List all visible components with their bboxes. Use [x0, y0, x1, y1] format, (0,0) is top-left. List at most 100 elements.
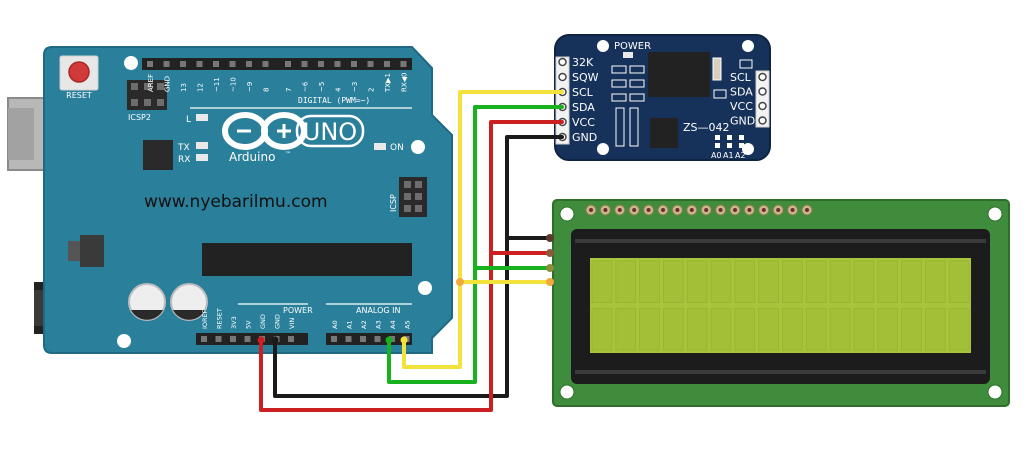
address-pad [715, 143, 720, 148]
analog-label: ANALOG IN [356, 306, 401, 315]
icsp-header [399, 177, 427, 217]
mounting-hole [742, 143, 754, 155]
power-pin-label: VIN [288, 318, 296, 329]
arduino-logo-icon [222, 112, 307, 150]
lcd-character-cell [924, 260, 946, 303]
address-pad-label: A2 [735, 151, 746, 160]
rtc-left-pin-label: GND [572, 131, 597, 144]
lcd-character-cell [805, 308, 827, 351]
digital-pin-label: 8 [263, 88, 271, 92]
power-pin-label: GND [259, 314, 267, 329]
lcd-pin-hole [689, 208, 694, 212]
led-on [374, 143, 386, 150]
analog-pin-label: A5 [404, 320, 412, 329]
lcd-pin-hole [776, 208, 781, 212]
rtc-power-label: POWER [614, 41, 651, 52]
lcd-pin-hole [747, 208, 752, 212]
analog-header [326, 333, 412, 345]
header-pin [334, 61, 341, 67]
lcd-pin-hole [661, 208, 665, 212]
ds3231-chip [648, 52, 710, 97]
digital-pin-label: ~5 [318, 82, 326, 92]
digital-pin-label: RX◀0 [401, 73, 409, 93]
digital-pin-label: 7 [285, 88, 293, 92]
rtc-pin [558, 57, 567, 67]
header-pin [360, 336, 366, 342]
address-pad [739, 143, 744, 148]
wire-green-sda [387, 105, 564, 384]
rtc-right-pin-label: SDA [730, 86, 753, 99]
arduino-pcb [43, 46, 453, 354]
lcd-character-cell [686, 260, 708, 303]
header-pin [163, 61, 170, 67]
lcd-character-cell [663, 308, 684, 351]
header-pin [301, 61, 308, 67]
lcd-character-grid [591, 260, 970, 351]
digital-pin-label: AREF [147, 74, 155, 92]
lcd-character-cell [591, 308, 613, 351]
lcd-pin-hole [617, 208, 622, 212]
lcd-pin-hole [805, 208, 809, 212]
lcd-pin-hole [761, 208, 766, 212]
rtc-model: ZS—042 [683, 121, 730, 134]
uno-label: UNO [303, 118, 357, 146]
power-pin-label: 3V3 [230, 316, 238, 329]
address-pad [715, 135, 720, 140]
lcd-character-cell [782, 308, 803, 351]
mounting-hole [559, 206, 575, 222]
analog-pin-label: A3 [375, 320, 383, 329]
power-pin-label: GND [274, 314, 282, 329]
lcd-character-cell [948, 308, 970, 351]
rtc-left-pin-label: VCC [572, 116, 595, 129]
lcd-16x2-module [552, 199, 1010, 407]
header-pin [288, 336, 294, 342]
rtc-right-pin-label: SCL [730, 71, 752, 84]
wire-red-vcc [259, 120, 564, 412]
icsp-label: ICSP [389, 194, 398, 212]
digital-pin-label: ~10 [230, 77, 238, 92]
rtc-pin [558, 72, 567, 82]
trademark: ™ [285, 151, 291, 158]
led-tx [196, 142, 208, 149]
lcd-character-cell [877, 260, 898, 303]
rtc-left-pin-label: SQW [572, 71, 599, 84]
smd-components [611, 57, 753, 147]
mounting-hole [987, 384, 1003, 400]
rtc-pin [758, 116, 767, 125]
digital-pin-label: 2 [368, 88, 376, 92]
icsp2-label: ICSP2 [128, 113, 151, 122]
header-pin [367, 61, 374, 67]
header-pin [374, 336, 381, 342]
address-pad [727, 135, 732, 140]
lcd-character-cell [758, 260, 779, 303]
lcd-character-cell [901, 260, 922, 303]
lcd-pin-hole [718, 208, 723, 212]
lcd-pin-hole [675, 208, 680, 212]
lcd-character-cell [782, 260, 803, 303]
voltage-regulator [80, 235, 104, 267]
led-rx [196, 154, 208, 161]
wires [257, 90, 564, 412]
address-pad [727, 143, 732, 148]
wire-yellow-scl [402, 90, 564, 369]
header-pin [331, 336, 337, 342]
rtc-pin [758, 101, 767, 111]
lcd-pin-hole [646, 208, 651, 212]
led-l-label: L [186, 115, 191, 125]
power-header [196, 333, 308, 345]
atmega-chip [202, 243, 412, 276]
lcd-character-cell [710, 260, 732, 303]
header-pin [318, 61, 324, 67]
lcd-character-cell [591, 260, 613, 303]
lcd-character-cell [734, 308, 756, 351]
lcd-character-cell [829, 260, 851, 303]
led-l [196, 114, 208, 121]
lcd-character-cell [829, 308, 851, 351]
lcd-character-cell [853, 308, 875, 351]
mounting-hole [411, 140, 425, 154]
header-pin [351, 61, 357, 67]
header-pin [201, 336, 207, 342]
arduino-brand: Arduino [229, 150, 275, 164]
